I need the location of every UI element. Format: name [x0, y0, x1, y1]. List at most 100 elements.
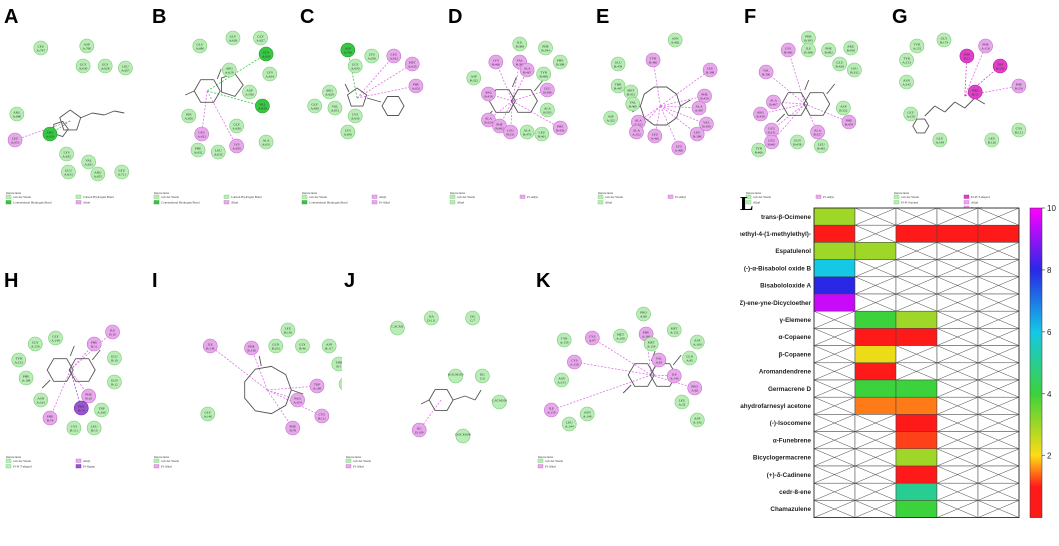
residue-label: B:458 — [793, 143, 802, 147]
heatmap-empty-cell — [936, 242, 979, 260]
heatmap-empty-cell — [936, 328, 979, 346]
legend-entry: Pi-Pi T-shaped — [971, 195, 990, 199]
residue-label: A:628 — [101, 67, 110, 71]
residue-label: MET — [409, 61, 417, 65]
residue-label: B:467 — [769, 103, 778, 107]
heatmap-empty-cell — [936, 310, 979, 329]
heatmap-empty-cell — [977, 276, 1020, 295]
heatmap-cell — [936, 224, 979, 243]
residue-label: A:322 — [634, 123, 643, 127]
residue-label: B:121 — [1015, 131, 1024, 135]
interaction-line — [267, 385, 318, 391]
legend-entry: Pi-Alkyl — [675, 195, 686, 199]
residue-label: VAL — [259, 103, 266, 107]
residue-label: LEU — [198, 131, 205, 135]
heatmap-row-label: γ-Elemene — [780, 317, 812, 324]
residue-label: A:85 — [686, 359, 693, 363]
residue-label: A:632 — [197, 135, 206, 139]
panel-letter-e: E — [596, 6, 610, 28]
residue-label: B:470 — [523, 133, 532, 137]
residue-label: A:633 — [46, 135, 55, 139]
panel-letter-k: K — [536, 270, 551, 292]
interaction-line — [499, 100, 513, 127]
residue-label: B:388 — [516, 45, 525, 49]
residue-label: A:150 — [906, 115, 915, 119]
residue-label: PHE — [557, 59, 563, 63]
residue-label: B:130 — [284, 331, 293, 335]
interaction-diagram-h: ILEB:10GLYA:149GLYA:150PHEB:11GLUB:10TYR… — [5, 324, 122, 469]
legend-entry: Alkyl — [379, 195, 386, 199]
legend-entry: Alkyl — [753, 201, 760, 205]
residue-label: PHE — [1016, 83, 1022, 87]
residue-label: B:460 — [492, 63, 501, 67]
residue-label: A:630 — [310, 107, 319, 111]
interaction-diagram-a: LEUA:747ASPA:760GLYA:630GLYA:628LEUA:657… — [5, 38, 133, 205]
residue-label: A:747 — [37, 49, 46, 53]
residue-label: B:460 — [784, 51, 793, 55]
residue-label: A:629 — [408, 65, 417, 69]
heatmap-cell — [895, 310, 938, 329]
residue-label: LEU — [679, 399, 686, 403]
heatmap-cell — [813, 207, 856, 226]
heatmap-cell — [895, 328, 938, 346]
interaction-line — [49, 120, 71, 135]
residue-label: TYR — [561, 337, 569, 341]
legend-entry: van der Waals — [353, 459, 372, 463]
interaction-line — [267, 389, 298, 401]
residue-label: LYS — [64, 151, 70, 155]
interaction-line — [49, 369, 71, 419]
heatmap-empty-cell — [936, 293, 979, 312]
heatmap-empty-cell — [936, 259, 979, 278]
residue-label: B:431 — [627, 93, 636, 97]
residue-label: A:711 — [118, 173, 127, 177]
heatmap-row-label: β-Copaene — [778, 351, 811, 358]
legend-entry: Alkyl — [605, 201, 612, 205]
residue-label: A:650 — [368, 57, 377, 61]
residue-label: GLY — [311, 103, 318, 107]
residue-label: LYS — [493, 59, 499, 63]
residue-label: A:633 — [64, 173, 73, 177]
legend-title: Interactions — [450, 191, 466, 195]
residue-label: A:97 — [589, 339, 596, 343]
residue-label: A:322 — [632, 133, 641, 137]
residue-label: ILE — [110, 329, 115, 333]
legend-title: Interactions — [154, 191, 170, 195]
panel-letter-c: C — [300, 6, 315, 28]
residue-label: A:655 — [11, 141, 20, 145]
residue-label: A:322 — [606, 119, 615, 123]
residue-label: DA — [429, 315, 434, 319]
heatmap-cell — [895, 431, 938, 450]
residue-label: CYS — [571, 359, 578, 363]
heatmap-cell — [895, 414, 938, 432]
residue-label: B:102 — [272, 347, 281, 351]
residue-label: A:630 — [232, 127, 241, 131]
residue-node: DAD:111 — [424, 310, 439, 326]
residue-label: B:16 — [85, 397, 92, 401]
residue-label: GLY — [263, 51, 270, 55]
heatmap-empty-cell — [895, 345, 938, 364]
residue-label: A:32 — [679, 403, 686, 407]
residue-label: A:156 — [981, 47, 990, 51]
interaction-line — [206, 90, 237, 147]
heatmap-row-label: Chamazulene — [770, 506, 811, 513]
heatmap-empty-cell — [854, 207, 897, 226]
heatmap-cell — [854, 345, 897, 364]
